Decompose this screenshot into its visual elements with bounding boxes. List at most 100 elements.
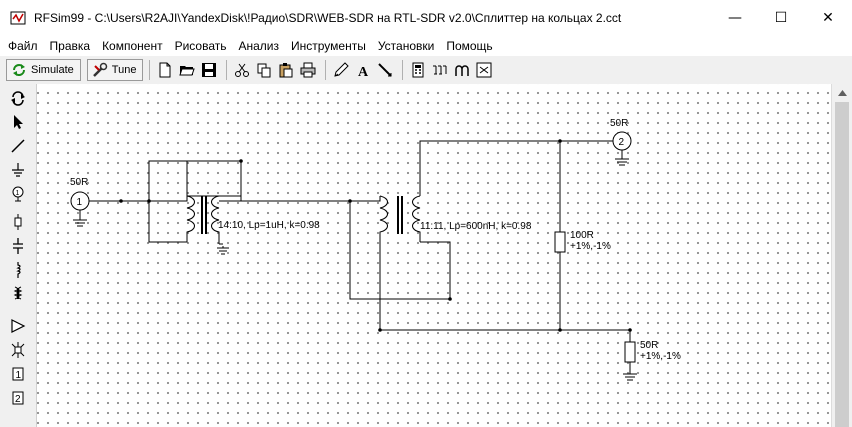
pointer-icon[interactable] <box>10 114 26 130</box>
junction-dot <box>448 297 452 301</box>
junctions <box>119 139 632 332</box>
transformer-2-core <box>397 196 399 234</box>
junction-dot <box>378 328 382 332</box>
menu-component[interactable]: Компонент <box>102 39 163 53</box>
edit-pen-icon[interactable] <box>333 62 350 78</box>
port-1-impedance: 50R <box>70 177 88 188</box>
junction-dot <box>348 199 352 203</box>
coupler-icon[interactable] <box>10 342 26 358</box>
resistor-2[interactable]: 50R +1%,-1% <box>623 340 681 381</box>
resistor-1-body <box>554 231 566 253</box>
transformer-2[interactable] <box>379 195 421 242</box>
junction-dot <box>558 139 562 143</box>
resistor-2-body <box>624 341 636 363</box>
smith-chart-icon[interactable] <box>476 62 492 78</box>
window-title: RFSim99 - C:\Users\R2AJI\YandexDisk\!Рад… <box>34 11 622 25</box>
wire <box>419 140 622 196</box>
wire <box>89 196 188 202</box>
menu-tools[interactable]: Инструменты <box>291 39 366 53</box>
scrollbar-thumb[interactable] <box>835 102 849 427</box>
save-disk-icon[interactable] <box>201 62 217 78</box>
new-file-icon[interactable] <box>157 62 173 78</box>
port-2[interactable]: 50R 2 <box>610 118 632 166</box>
transformer-1-primary <box>186 195 195 236</box>
resistor-1-tolerance: +1%,-1% <box>570 241 611 252</box>
toolbar-separator <box>226 60 228 80</box>
probe-icon[interactable]: 1 <box>10 186 26 202</box>
tune-button[interactable]: Tune <box>86 59 144 81</box>
minimize-button[interactable]: — <box>728 10 742 26</box>
transformer-1-label: 14:10, Lp=1uH, k=0.98 <box>218 220 320 231</box>
refresh-icon <box>13 64 25 76</box>
port-1-number: 1 <box>77 197 83 208</box>
wire <box>187 160 242 197</box>
port-2-icon[interactable]: 2 <box>10 390 26 406</box>
menu-edit[interactable]: Правка <box>49 39 91 53</box>
calculator-icon[interactable] <box>410 62 426 78</box>
menu-file[interactable]: Файл <box>8 39 38 53</box>
port-1-ground-icon <box>73 210 87 227</box>
svg-text:2: 2 <box>15 394 21 405</box>
toolbar-separator <box>402 60 404 80</box>
menu-settings[interactable]: Установки <box>377 39 435 53</box>
svg-text:A: A <box>358 65 369 78</box>
schematic-drawing: 50R 1 14:10, Lp=1uH, k=0.98 11 <box>70 118 681 381</box>
maximize-button[interactable]: ☐ <box>774 10 788 26</box>
junction-dot <box>119 199 123 203</box>
transformer-icon[interactable] <box>10 286 26 302</box>
ground-icon[interactable] <box>10 162 26 178</box>
resistor-2-tolerance: +1%,-1% <box>640 351 681 362</box>
paste-icon[interactable] <box>278 62 294 78</box>
copy-icon[interactable] <box>256 62 272 78</box>
transformer-1-ground-icon <box>217 243 229 255</box>
wire <box>349 201 451 300</box>
transformer-1-core <box>205 196 207 234</box>
wire-icon[interactable] <box>10 138 26 154</box>
ring-icon[interactable] <box>454 62 470 78</box>
rotate-icon[interactable] <box>10 90 26 106</box>
svg-text:1: 1 <box>16 370 22 381</box>
wire <box>379 236 631 342</box>
print-icon[interactable] <box>300 62 316 78</box>
open-folder-icon[interactable] <box>179 62 196 78</box>
junction-dot <box>558 328 562 332</box>
capacitor-icon[interactable] <box>10 238 26 254</box>
vertical-scrollbar[interactable] <box>831 84 852 427</box>
text-icon[interactable]: A <box>355 62 371 78</box>
menu-bar: Файл Правка Компонент Рисовать Анализ Ин… <box>0 36 852 56</box>
close-button[interactable]: ✕ <box>822 10 834 26</box>
resistor-1[interactable]: 100R +1%,-1% <box>554 230 611 253</box>
menu-help[interactable]: Помощь <box>446 39 493 53</box>
amplifier-icon[interactable] <box>10 318 26 334</box>
menu-analysis[interactable]: Анализ <box>238 39 280 53</box>
transformer-1[interactable] <box>186 195 229 255</box>
draw-line-icon[interactable] <box>377 62 393 78</box>
toolbar-separator <box>149 60 151 80</box>
port-2-ground-icon <box>615 150 629 166</box>
resistor-2-ground-icon <box>623 362 637 381</box>
component-palette: 1 1 2 <box>0 84 37 427</box>
transformer-2-core <box>401 196 403 234</box>
schematic-canvas[interactable]: 50R 1 14:10, Lp=1uH, k=0.98 11 <box>37 84 831 427</box>
junction-dot <box>628 328 632 332</box>
resistor-1-value: 100R <box>570 230 594 241</box>
port-1[interactable]: 50R 1 <box>70 177 90 227</box>
wrench-icon <box>92 62 108 77</box>
transformer-2-label: 11:11, Lp=600nH, k=0.98 <box>420 221 532 232</box>
scroll-up-arrow-icon[interactable] <box>832 84 852 101</box>
tune-label: Tune <box>111 64 137 76</box>
port-2-impedance: 50R <box>610 118 628 129</box>
simulate-label: Simulate <box>31 64 74 76</box>
resistor-icon[interactable] <box>10 214 26 230</box>
simulate-button[interactable]: Simulate <box>6 59 81 81</box>
filter-icon[interactable] <box>432 62 448 78</box>
inductor-icon[interactable] <box>10 262 26 278</box>
port-1-icon[interactable]: 1 <box>10 366 26 382</box>
wires <box>89 140 631 374</box>
junction-dot <box>239 159 243 163</box>
transformer-1-secondary <box>211 195 220 244</box>
menu-draw[interactable]: Рисовать <box>174 39 227 53</box>
cut-icon[interactable] <box>234 62 250 78</box>
toolbar-separator <box>325 60 327 80</box>
